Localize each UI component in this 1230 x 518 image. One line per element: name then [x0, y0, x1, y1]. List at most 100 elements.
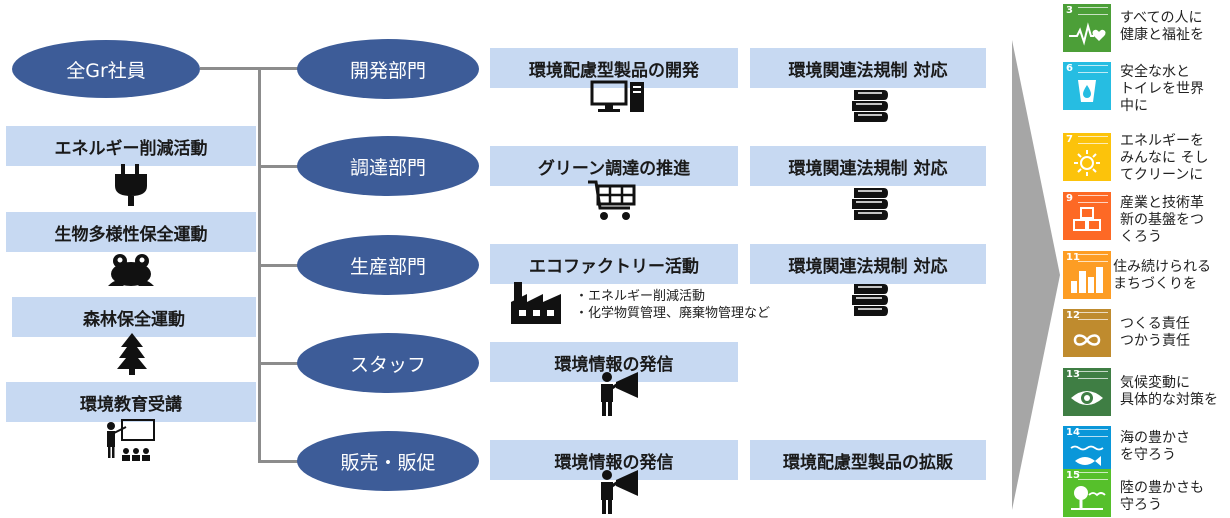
- connector-root: [200, 67, 260, 70]
- sdg-text-line: 安全な水と トイレを世界 中に: [1120, 64, 1204, 114]
- dept-label: 開発部門: [349, 59, 426, 82]
- root-node: 全Gr社員: [12, 40, 200, 98]
- extra-production: 環境関連法規制 対応: [750, 244, 986, 284]
- task-label: グリーン調達の推進: [537, 158, 691, 179]
- tree-icon: [117, 333, 147, 379]
- sdg-number: 12: [1066, 310, 1080, 321]
- extra-label: 環境関連法規制 対応: [788, 158, 948, 179]
- connector-proc: [258, 165, 298, 168]
- activity-label: 環境教育受講: [80, 394, 182, 415]
- sdg-14-text: 海の豊かさ を守ろう: [1120, 430, 1220, 464]
- dept-procurement: 調達部門: [297, 136, 479, 196]
- sdg-3-text: すべての人に 健康と福祉を: [1120, 10, 1220, 44]
- dept-sales: 販売・販促: [297, 431, 479, 491]
- sdg-9-tile: 9: [1063, 192, 1111, 240]
- activity-biodiversity: 生物多様性保全運動: [6, 212, 256, 252]
- sdg-number: 14: [1066, 427, 1080, 438]
- megaphone-icon: [598, 372, 644, 420]
- sdg-number: 13: [1066, 369, 1080, 380]
- connector-staff: [258, 362, 298, 365]
- task-label: 環境情報の発信: [554, 354, 674, 375]
- sdg-6-tile: 6: [1063, 62, 1111, 110]
- task-staff: 環境情報の発信: [490, 342, 738, 382]
- plug-icon: [109, 164, 153, 210]
- sdg-number: 15: [1066, 470, 1080, 481]
- sdg-15-tile: 15: [1063, 469, 1111, 517]
- megaphone-icon: [598, 470, 644, 518]
- cubes-icon: [1073, 207, 1101, 231]
- activity-education: 環境教育受講: [6, 382, 256, 422]
- activity-forest: 森林保全運動: [12, 297, 256, 337]
- sdg-number: 3: [1066, 5, 1073, 16]
- fish-icon: [1070, 445, 1104, 466]
- task-production: エコファクトリー活動: [490, 244, 738, 284]
- sdg-number: 9: [1066, 193, 1073, 204]
- sdg-text-line: エネルギーを みんなに そし てクリーンに: [1120, 133, 1209, 183]
- task-procurement: グリーン調達の推進: [490, 146, 738, 186]
- sdg-12-tile: 12: [1063, 309, 1111, 357]
- sdg-text-line: つくる責任 つかう責任: [1120, 316, 1190, 349]
- root-label: 全Gr社員: [66, 59, 146, 82]
- sdg-7-text: エネルギーを みんなに そし てクリーンに: [1120, 133, 1220, 184]
- extra-sales: 環境配慮型製品の拡販: [750, 440, 986, 480]
- sdg-13-text: 気候変動に 具体的な対策を: [1120, 375, 1228, 409]
- extra-label: 環境関連法規制 対応: [788, 60, 948, 81]
- sdg-text-line: 産業と技術革 新の基盤をつ くろう: [1120, 195, 1204, 245]
- task-sales: 環境情報の発信: [490, 440, 738, 480]
- task-development: 環境配慮型製品の開発: [490, 48, 738, 88]
- sdg-11-text: 住み続けられる まちづくりを: [1113, 259, 1225, 293]
- city-icon: [1071, 267, 1103, 293]
- dept-label: スタッフ: [349, 353, 426, 376]
- sdg-text-line: すべての人に 健康と福祉を: [1120, 10, 1204, 43]
- connector-prod: [258, 264, 298, 267]
- sdg-15-text: 陸の豊かさも 守ろう: [1120, 480, 1220, 514]
- water-drop-icon: [1078, 80, 1096, 102]
- task-label: 環境情報の発信: [554, 452, 674, 473]
- extra-label: 環境配慮型製品の拡販: [783, 452, 953, 473]
- extra-procurement: 環境関連法規制 対応: [750, 146, 986, 186]
- books-icon: [850, 186, 890, 226]
- activity-energy: エネルギー削減活動: [6, 126, 256, 166]
- dept-label: 販売・販促: [340, 451, 436, 474]
- task-label: エコファクトリー活動: [529, 256, 699, 277]
- dept-development: 開発部門: [297, 39, 479, 99]
- task-label: 環境配慮型製品の開発: [529, 60, 699, 81]
- computer-icon: [590, 80, 646, 118]
- sdg-13-tile: 13: [1063, 368, 1111, 416]
- infinity-icon: [1073, 334, 1101, 346]
- activity-label: エネルギー削減活動: [54, 138, 208, 159]
- sdg-text-line: 海の豊かさ を守ろう: [1120, 430, 1190, 463]
- sdg-11-tile: 11: [1063, 251, 1111, 299]
- dept-label: 生産部門: [349, 255, 426, 278]
- classroom-icon: [102, 418, 160, 466]
- tree-bird-icon: [1071, 486, 1106, 510]
- sdg-text-line: 陸の豊かさも 守ろう: [1120, 480, 1204, 513]
- books-icon: [850, 88, 890, 128]
- dept-label: 調達部門: [349, 156, 426, 179]
- production-note-2: ・化学物質管理、廃棄物管理など: [575, 306, 771, 321]
- connector-sales: [258, 460, 298, 463]
- sdg-7-tile: 7: [1063, 133, 1111, 181]
- heartbeat-icon: [1069, 22, 1106, 46]
- sdg-number: 7: [1066, 134, 1073, 145]
- chevron-right-icon: [1012, 40, 1060, 514]
- sdg-9-text: 産業と技術革 新の基盤をつ くろう: [1120, 195, 1220, 246]
- extra-development: 環境関連法規制 対応: [750, 48, 986, 88]
- frog-icon: [106, 252, 156, 292]
- books-icon: [850, 282, 890, 322]
- sdg-text-line: 気候変動に 具体的な対策を: [1120, 375, 1218, 408]
- eye-globe-icon: [1071, 391, 1103, 405]
- cart-icon: [588, 180, 638, 226]
- extra-label: 環境関連法規制 対応: [788, 256, 948, 277]
- connector-dev: [258, 67, 298, 70]
- factory-icon: [511, 282, 561, 328]
- sdg-6-text: 安全な水と トイレを世界 中に: [1120, 64, 1220, 115]
- activity-label: 生物多様性保全運動: [54, 224, 208, 245]
- sdg-number: 6: [1066, 63, 1073, 74]
- sdg-12-text: つくる責任 つかう責任: [1120, 316, 1220, 350]
- sdg-number: 11: [1066, 252, 1080, 263]
- dept-staff: スタッフ: [297, 333, 479, 393]
- sdg-14-tile: 14: [1063, 426, 1111, 474]
- sdg-text-line: 住み続けられる まちづくりを: [1113, 259, 1211, 292]
- dept-production: 生産部門: [297, 235, 479, 295]
